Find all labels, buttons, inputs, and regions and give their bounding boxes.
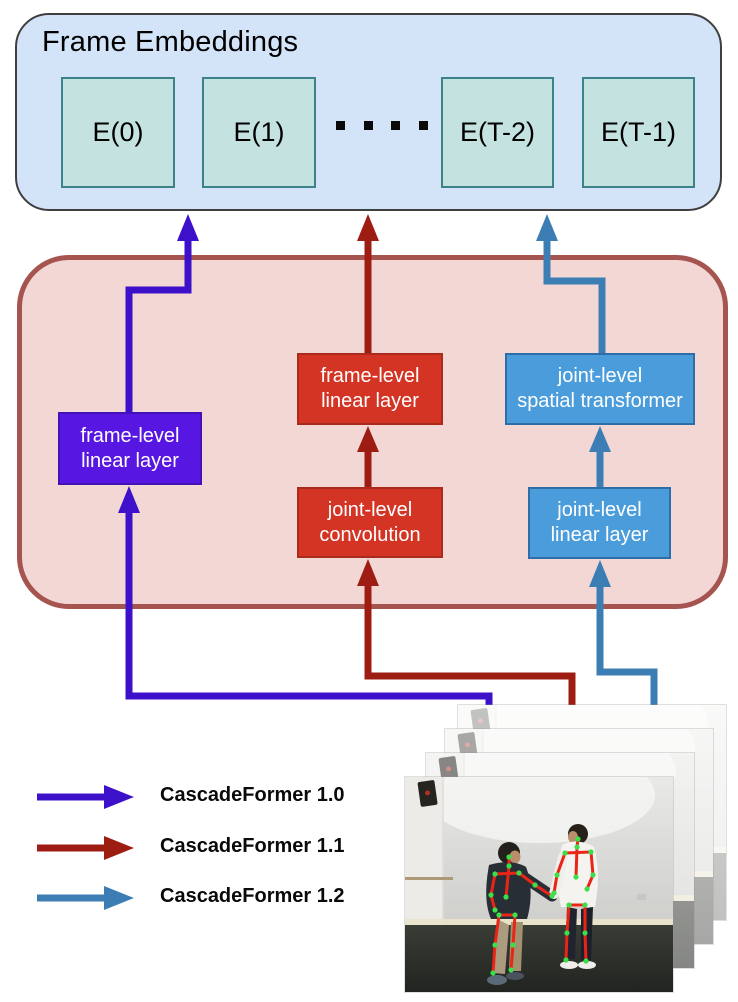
embedding-cell-label: E(T-2) — [459, 117, 535, 147]
ellipsis-dot — [418, 121, 428, 130]
legend-label-cascadeformer-1-2: CascadeFormer 1.2 — [160, 885, 345, 907]
module-label-line1: frame-level — [320, 365, 420, 387]
module-joint-level-linear-v12: joint-level linear layer — [528, 487, 671, 559]
module-label-line2: linear layer — [81, 449, 179, 472]
module-label-line2: linear layer — [321, 390, 419, 412]
module-label-line2: linear layer — [550, 524, 649, 546]
frame-embeddings-title: Frame Embeddings — [42, 26, 299, 58]
module-label-line1: frame-level — [80, 424, 180, 447]
module-label-line1: joint-level — [327, 498, 413, 521]
ellipsis-dot — [336, 121, 345, 130]
module-joint-level-convolution-v11: joint-level convolution — [297, 487, 443, 558]
embedding-cell-et2: E(T-2) — [441, 77, 554, 188]
legend-arrow-1-0 — [37, 785, 134, 809]
module-frame-level-linear-v10: frame-level linear layer — [58, 412, 202, 485]
legend-arrow-1-1 — [37, 836, 134, 860]
embedding-cell-e1: E(1) — [202, 77, 316, 188]
video-frame-1 — [405, 777, 673, 992]
module-label-line2: spatial transformer — [517, 390, 683, 412]
module-frame-level-linear-v11: frame-level linear layer — [297, 353, 443, 425]
module-label-line2: convolution — [319, 523, 421, 546]
legend-label-cascadeformer-1-1: CascadeFormer 1.1 — [160, 835, 345, 857]
embedding-cell-et1: E(T-1) — [582, 77, 695, 188]
module-label-line1: joint-level — [557, 365, 643, 387]
module-label-line1: joint-level — [557, 499, 642, 521]
ellipsis-dot — [363, 121, 373, 130]
ellipsis-dot — [391, 121, 401, 130]
legend-label-cascadeformer-1-0: CascadeFormer 1.0 — [160, 784, 345, 806]
embedding-cell-e0: E(0) — [61, 77, 175, 188]
module-joint-level-spatial-transformer-v12: joint-level spatial transformer — [505, 353, 695, 425]
embedding-cell-label: E(T-1) — [600, 117, 676, 147]
legend-arrow-1-2 — [37, 886, 134, 910]
embedding-cell-label: E(1) — [233, 117, 285, 147]
ellipsis-dots — [336, 121, 428, 130]
embedding-cell-label: E(0) — [92, 117, 144, 147]
